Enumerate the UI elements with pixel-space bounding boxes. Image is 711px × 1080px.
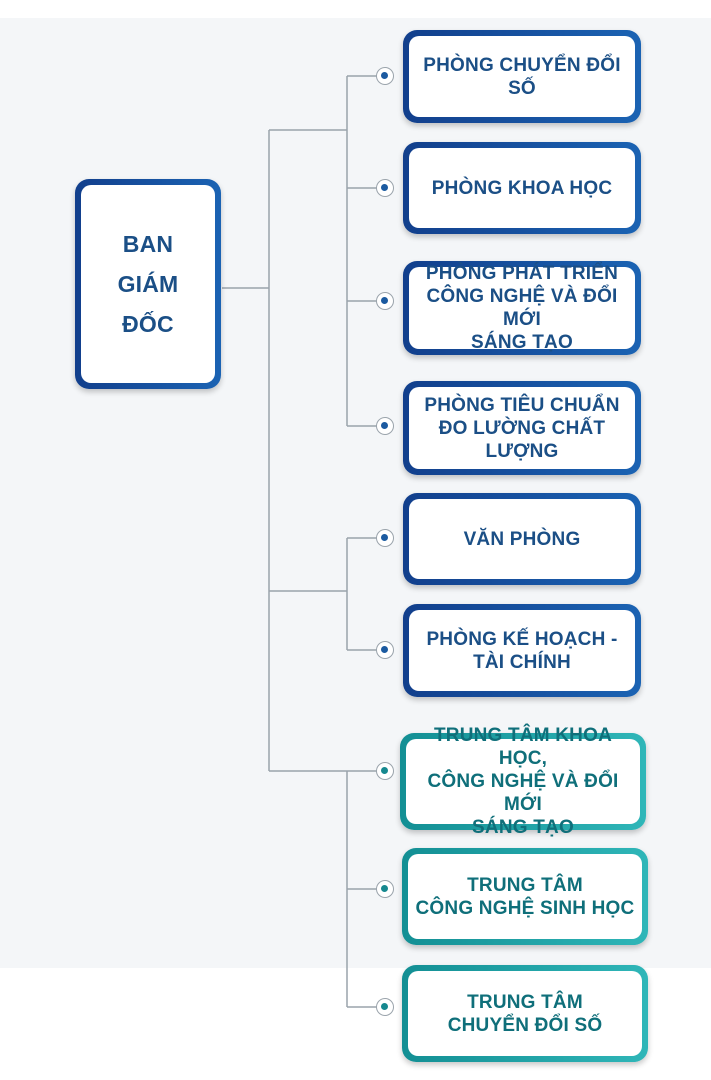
node-label: TRUNG TÂM CÔNG NGHỆ SINH HỌC [408, 854, 642, 939]
node-label: PHÒNG PHÁT TRIỂN CÔNG NGHỆ VÀ ĐỔI MỚI SÁ… [409, 263, 635, 353]
node-digital-transformation-center: TRUNG TÂM CHUYỂN ĐỔI SỐ [402, 965, 648, 1062]
root-node-label: BAN GIÁM ĐỐC [81, 185, 215, 383]
connector-dot [376, 641, 394, 659]
root-node: BAN GIÁM ĐỐC [75, 179, 221, 389]
node-science-tech-innovation-center: TRUNG TÂM KHOA HỌC, CÔNG NGHỆ VÀ ĐỔI MỚI… [400, 725, 646, 838]
node-digital-transformation-dept: PHÒNG CHUYỂN ĐỔI SỐ [403, 30, 641, 123]
connector-dot [376, 179, 394, 197]
node-planning-finance-dept: PHÒNG KẾ HOẠCH - TÀI CHÍNH [403, 604, 641, 697]
node-office: VĂN PHÒNG [403, 493, 641, 585]
node-tech-innovation-dept: PHÒNG PHÁT TRIỂN CÔNG NGHỆ VÀ ĐỔI MỚI SÁ… [403, 261, 641, 355]
node-label: TRUNG TÂM CHUYỂN ĐỔI SỐ [408, 971, 642, 1056]
connector-dot [376, 998, 394, 1016]
connector-dot [376, 292, 394, 310]
connector-dot [376, 529, 394, 547]
connector-dot [376, 417, 394, 435]
node-label: TRUNG TÂM KHOA HỌC, CÔNG NGHỆ VÀ ĐỔI MỚI… [406, 725, 640, 838]
node-science-dept: PHÒNG KHOA HỌC [403, 142, 641, 234]
node-standards-quality-dept: PHÒNG TIÊU CHUẨN ĐO LƯỜNG CHẤT LƯỢNG [403, 381, 641, 475]
node-label: PHÒNG TIÊU CHUẨN ĐO LƯỜNG CHẤT LƯỢNG [409, 387, 635, 469]
connector-dot [376, 67, 394, 85]
node-label: VĂN PHÒNG [409, 499, 635, 579]
node-biotechnology-center: TRUNG TÂM CÔNG NGHỆ SINH HỌC [402, 848, 648, 945]
connector-dot [376, 880, 394, 898]
node-label: PHÒNG KẾ HOẠCH - TÀI CHÍNH [409, 610, 635, 691]
node-label: PHÒNG KHOA HỌC [409, 148, 635, 228]
node-label: PHÒNG CHUYỂN ĐỔI SỐ [409, 36, 635, 117]
connector-dot [376, 762, 394, 780]
